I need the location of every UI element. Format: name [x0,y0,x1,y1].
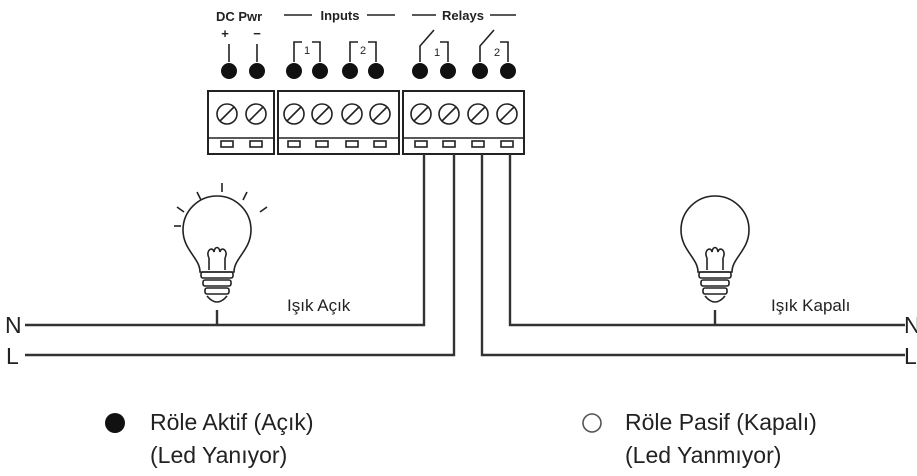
light-bulb-on-icon [174,183,268,303]
relays-label: Relays [442,8,484,23]
legend-active-line1: Röle Aktif (Açık) [150,409,314,435]
relay-2-contact-symbol [479,29,509,62]
screw-icon [438,103,460,148]
input-2-contact-symbol [349,41,377,62]
legend-passive-line2: (Led Yanmıyor) [625,442,781,468]
neutral-label-right: N [904,312,917,338]
terminal-pins [221,44,516,79]
pin-input-1a [286,63,302,79]
dc-power-label: DC Pwr [216,9,262,24]
screw-icon [369,103,391,148]
screw-icon [311,103,333,148]
empty-circle-icon [582,413,602,433]
neutral-wire-right [508,154,905,327]
pin-relay-2b [500,63,516,79]
input-2-number: 2 [360,45,366,57]
live-label-left: L [6,343,19,369]
filled-circle-icon [105,413,125,433]
screw-icon [341,103,363,148]
screw-icon [245,103,267,148]
relay-1-number: 1 [434,47,440,59]
lamp-off-label: Işık Kapalı [771,296,850,315]
legend-active-line2: (Led Yanıyor) [150,442,287,468]
input-1-number: 1 [304,45,310,57]
screw-icon [283,103,305,148]
pin-input-2b [368,63,384,79]
screw-icon [216,103,238,148]
pin-relay-1b [440,63,456,79]
dc-plus-label: + [221,26,229,41]
pin-input-1b [312,63,328,79]
screw-icon [410,103,432,148]
input-1-contact-symbol [293,41,321,62]
live-label-right: L [904,343,917,369]
live-wire-left [25,154,456,357]
pin-input-2a [342,63,358,79]
live-wire-right [480,154,905,357]
lamp-on-label: Işık Açık [287,296,351,315]
neutral-label-left: N [5,312,22,338]
relay-2-number: 2 [494,47,500,59]
light-bulb-off-icon [680,195,750,303]
pin-relay-1a [412,63,428,79]
terminal-block-inputs [277,90,400,155]
screw-icon [496,103,518,148]
neutral-wire-left [25,154,426,327]
inputs-label: Inputs [321,8,360,23]
terminal-block-relays [402,90,525,155]
legend-passive-line1: Röle Pasif (Kapalı) [625,409,817,435]
screw-icon [467,103,489,148]
terminal-block-power [207,90,275,155]
dc-minus-label: − [253,26,261,41]
pin-dc-minus [249,63,265,79]
relay-1-contact-symbol [419,29,449,62]
pin-relay-2a [472,63,488,79]
pin-dc-plus [221,63,237,79]
